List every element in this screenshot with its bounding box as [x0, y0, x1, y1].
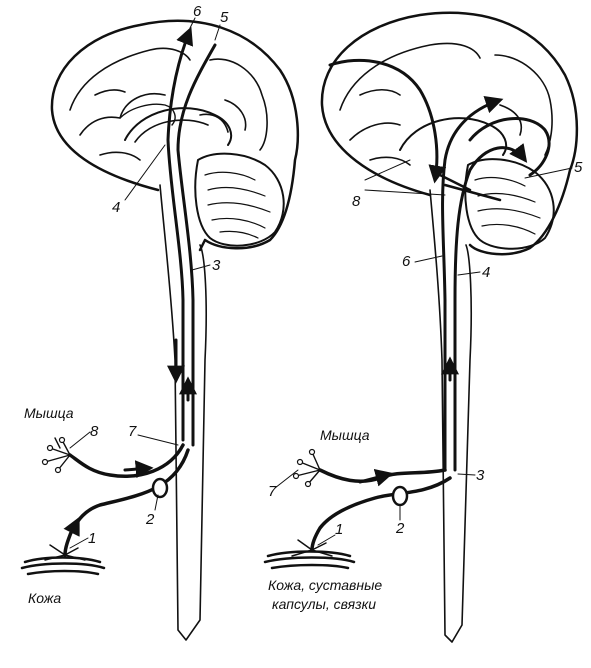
right-label-2: 2 — [395, 520, 405, 537]
left-label-4: 4 — [112, 199, 120, 216]
left-label-8: 8 — [90, 423, 99, 440]
right-muscle-label: Мышца — [320, 427, 370, 443]
right-skin-label-line2: капсулы, связки — [272, 596, 376, 612]
right-label-6: 6 — [402, 253, 411, 270]
left-cerebellum — [194, 152, 285, 247]
right-label-4: 4 — [482, 264, 490, 281]
left-label-5: 5 — [220, 9, 229, 26]
left-label-6: 6 — [193, 3, 202, 20]
left-skin-label: Кожа — [28, 590, 61, 606]
left-panel: 1 2 3 4 5 6 7 8 Мышца Кожа — [20, 3, 299, 641]
right-panel: 1 2 3 4 5 6 7 8 Мышца Кожа, суставные ка… — [263, 11, 583, 643]
right-label-8: 8 — [352, 193, 361, 210]
right-cerebellum — [464, 158, 555, 250]
right-label-3: 3 — [476, 467, 485, 484]
right-label-1: 1 — [335, 521, 343, 538]
left-spinal-cord — [159, 184, 207, 641]
left-label-7: 7 — [128, 423, 137, 440]
left-label-1: 1 — [88, 530, 96, 547]
left-brain-outline — [50, 19, 299, 252]
left-label-2: 2 — [145, 511, 155, 528]
right-skin-label-line1: Кожа, суставные — [268, 577, 382, 593]
right-brain-outline — [320, 11, 579, 256]
right-label-5: 5 — [574, 159, 583, 176]
right-label-7: 7 — [268, 483, 277, 500]
left-label-3: 3 — [212, 257, 221, 274]
left-muscle-label: Мышца — [24, 405, 74, 421]
